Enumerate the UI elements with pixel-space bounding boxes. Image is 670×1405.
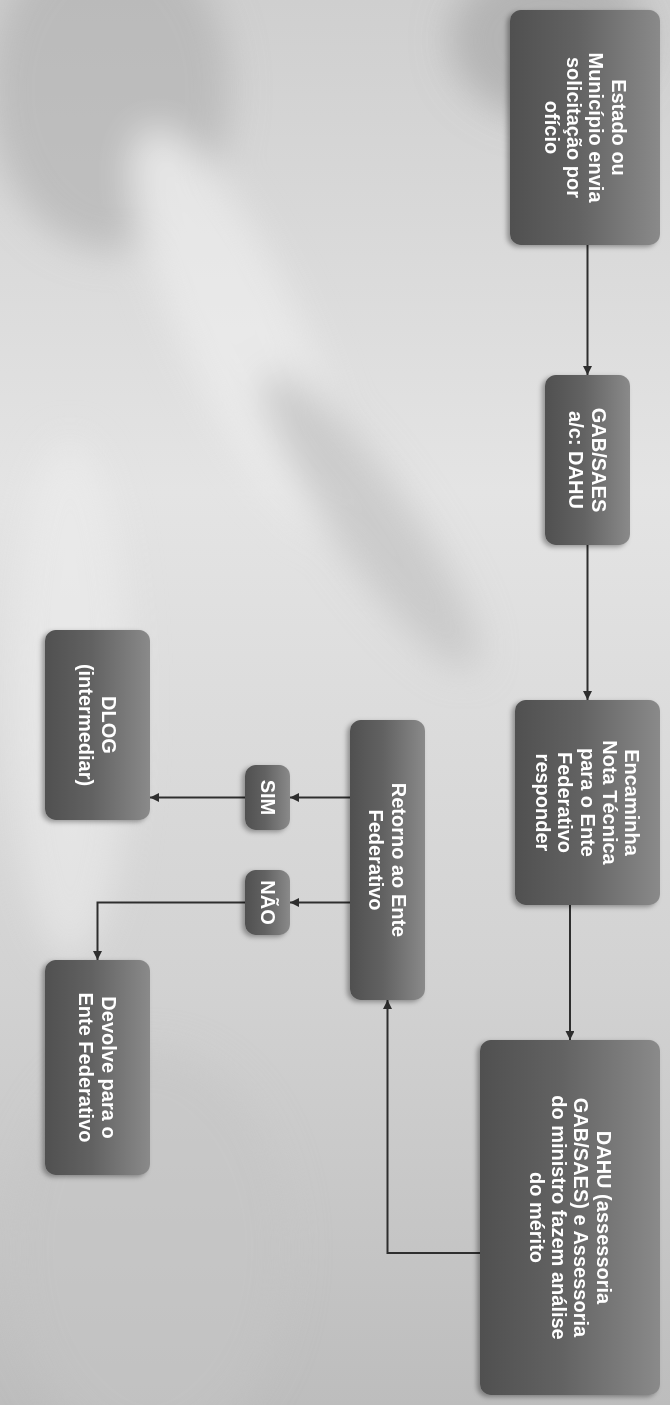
connector-arrow [290,797,350,799]
connector-arrow [569,905,571,1040]
connector-arrow [150,797,245,799]
process-box: Estado ou Município envia solicitação po… [510,10,660,245]
process-box: Encaminha Nota Técnica para o Ente Feder… [515,700,660,905]
box-label: GAB/SAES a/c: DAHU [565,400,610,520]
process-box: DLOG (intermediar) [45,630,150,820]
connector-arrow [587,545,589,700]
box-label: NÃO [256,880,278,924]
box-label: SIM [256,780,278,816]
process-box: SIM [245,765,290,830]
connector-arrow [98,903,246,961]
process-box: NÃO [245,870,290,935]
box-label: Estado ou Município envia solicitação po… [540,43,630,213]
connector-arrow [587,245,589,375]
box-label: Devolve para o Ente Federativo [75,985,120,1150]
process-box: DAHU (assessoria GAB/SAES) e Assessoria … [480,1040,660,1395]
process-box: Retorno ao Ente Federativo [350,720,425,1000]
process-box: Devolve para o Ente Federativo [45,960,150,1175]
box-label: DAHU (assessoria GAB/SAES) e Assessoria … [525,1093,615,1343]
box-label: Retorno ao Ente Federativo [365,750,410,970]
connector-arrow [290,902,350,904]
box-label: Encaminha Nota Técnica para o Ente Feder… [532,728,644,878]
process-box: GAB/SAES a/c: DAHU [545,375,630,545]
box-label: DLOG (intermediar) [75,655,120,795]
connector-arrow [388,1000,481,1253]
